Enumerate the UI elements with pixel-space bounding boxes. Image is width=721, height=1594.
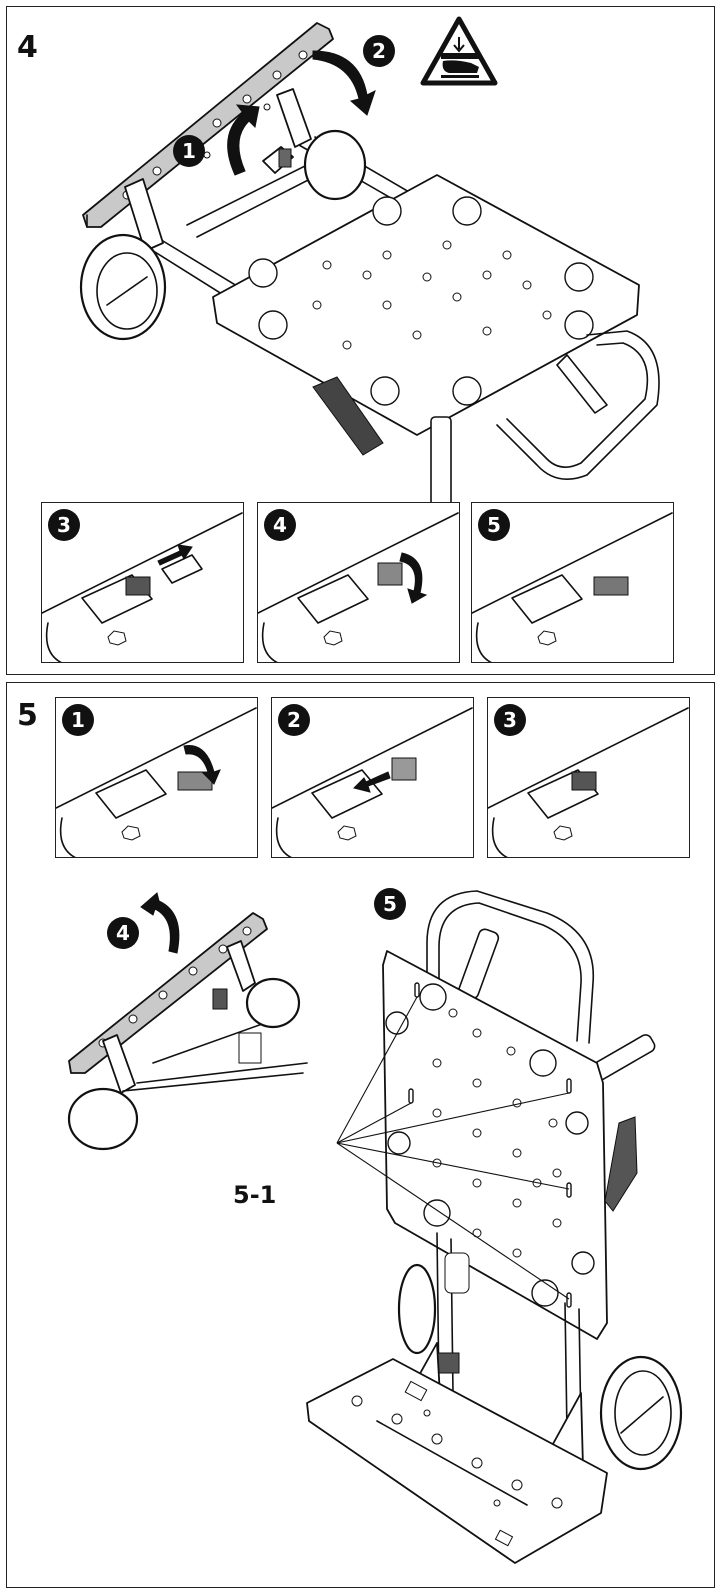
- step-badge: 1: [62, 704, 94, 736]
- inset-detail: 5: [471, 502, 674, 663]
- inset-detail: 4: [257, 502, 460, 663]
- inset-detail: 3: [487, 697, 690, 858]
- inset-detail: 1: [55, 697, 258, 858]
- callout-label: 5-1: [233, 1181, 277, 1209]
- step-number: 5: [17, 698, 38, 733]
- step-4-panel: 4: [6, 6, 715, 675]
- step-badge: 4: [264, 509, 296, 541]
- cart-upright-illustration: [306, 890, 683, 1564]
- step-badge: 5: [374, 888, 406, 920]
- step-badge: 1: [173, 135, 205, 167]
- step-badge: 5: [478, 509, 510, 541]
- step-badge: 2: [278, 704, 310, 736]
- cart-folding-illustration: [79, 22, 660, 508]
- hand-crush-warning-icon: [420, 16, 498, 86]
- step-badge: 3: [48, 509, 80, 541]
- step-number: 4: [17, 30, 38, 65]
- step-5-panel: 5 1 2 3: [6, 682, 715, 1588]
- step-badge: 3: [494, 704, 526, 736]
- cart-plate-lift-illustration: [67, 892, 308, 1151]
- step-badge: 4: [107, 917, 139, 949]
- step-badge: 2: [363, 35, 395, 67]
- inset-detail: 2: [271, 697, 474, 858]
- inset-detail: 3: [41, 502, 244, 663]
